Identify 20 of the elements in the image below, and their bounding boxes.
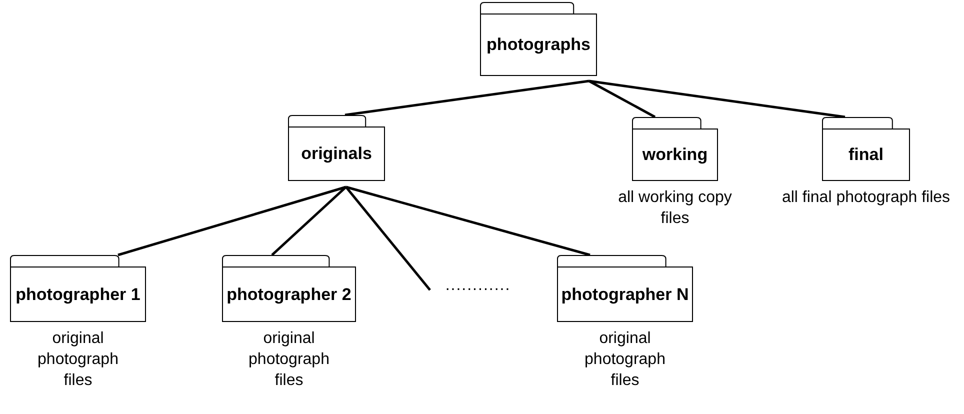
folder-caption: original photograph files bbox=[248, 329, 330, 391]
ellipsis-text: ............ bbox=[445, 276, 511, 296]
folder-label: final bbox=[848, 144, 884, 166]
connector-line bbox=[118, 186, 346, 256]
folder-label: photographer 2 bbox=[226, 284, 352, 306]
connector-line bbox=[344, 80, 590, 116]
folder-label: working bbox=[642, 144, 708, 166]
connector-line bbox=[346, 186, 590, 256]
connector-line bbox=[345, 186, 431, 291]
folder-caption: original photograph files bbox=[584, 329, 666, 391]
folder-caption: all working copy files bbox=[617, 188, 733, 229]
connector-line bbox=[271, 186, 347, 256]
folder-label: originals bbox=[301, 143, 372, 166]
connector-line bbox=[588, 80, 846, 118]
connector-line bbox=[588, 80, 656, 118]
folder-caption: original photograph files bbox=[36, 329, 120, 391]
folder-label: photographer N bbox=[561, 284, 689, 306]
folder-label: photographer 1 bbox=[16, 284, 140, 306]
folder-label: photographs bbox=[486, 34, 590, 56]
folder-caption: all final photograph files bbox=[781, 188, 951, 208]
